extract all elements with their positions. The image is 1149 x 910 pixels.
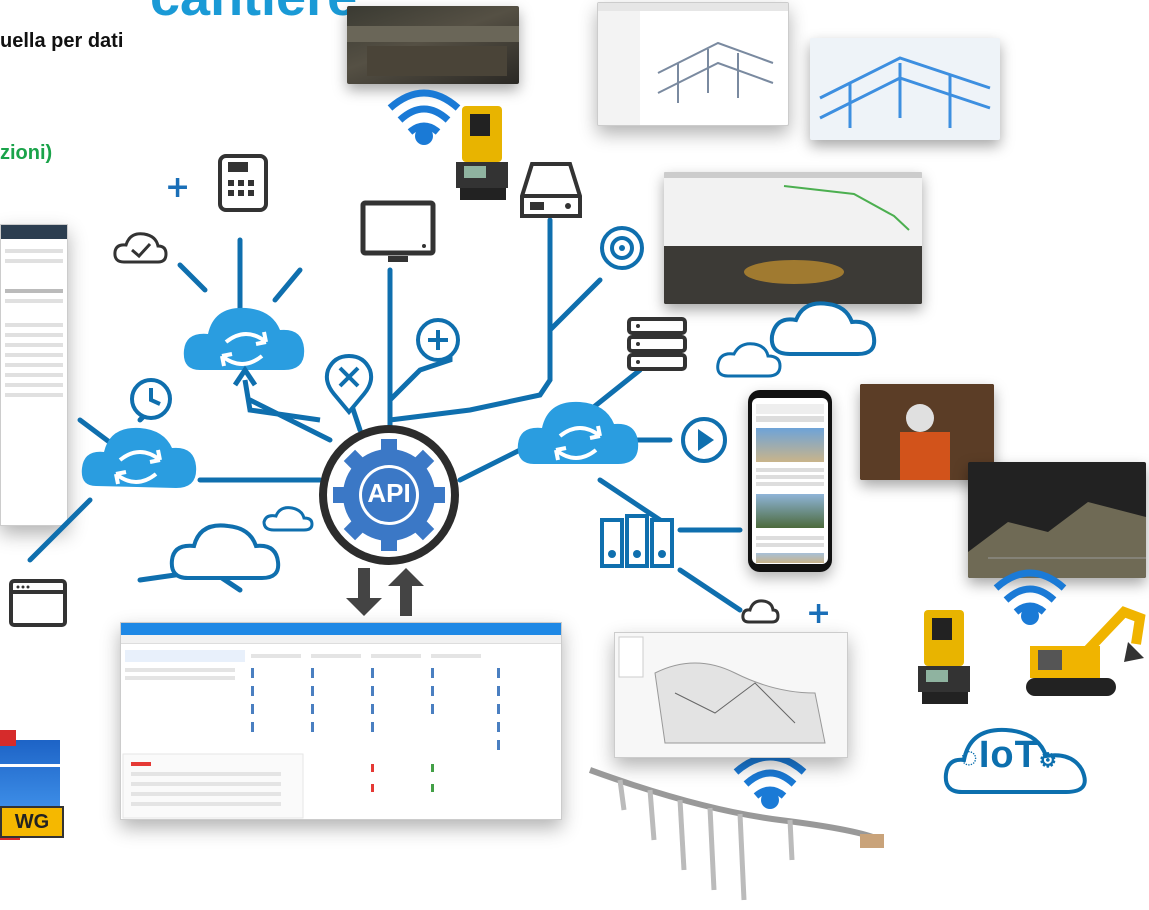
phone-icon xyxy=(218,154,268,212)
cloud-small-icon xyxy=(741,599,780,624)
api-hub: API xyxy=(314,420,464,570)
subtitle-green-line: zioni) xyxy=(0,142,53,164)
sync-cloud-right xyxy=(517,401,639,464)
server-icon xyxy=(520,162,582,218)
excavator-image xyxy=(1026,606,1146,696)
total-station-device xyxy=(456,106,508,200)
total-station-device-2 xyxy=(918,610,970,704)
cancel-circle-icon xyxy=(324,353,374,416)
bridge-model-image xyxy=(588,767,884,901)
archive-icon xyxy=(600,514,674,568)
bim-model-screenshot-2 xyxy=(810,38,1000,140)
sync-cloud-left xyxy=(81,427,197,488)
target-icon xyxy=(600,226,644,270)
gis-map-screenshot xyxy=(614,632,848,758)
terrain-photo xyxy=(968,462,1146,578)
bim-model-screenshot-1 xyxy=(597,2,789,126)
dwg-label: WG xyxy=(0,806,64,838)
monitor-icon xyxy=(360,200,436,262)
plus-icon: + xyxy=(165,170,191,205)
wifi-icon xyxy=(387,89,461,145)
data-flow-arrows-icon xyxy=(346,568,424,616)
sync-cloud-top xyxy=(183,307,305,370)
wifi-icon-2 xyxy=(993,569,1067,625)
database-icon xyxy=(627,317,687,371)
clock-icon xyxy=(130,378,172,420)
add-circle-icon xyxy=(416,318,460,362)
plus-icon-right: + xyxy=(806,596,832,631)
smartphone-mockup xyxy=(748,390,832,572)
api-label: API xyxy=(367,478,411,508)
gis-dashboard-screenshot xyxy=(664,172,922,304)
left-app-screenshot xyxy=(0,224,68,526)
main-app-screenshot xyxy=(120,622,562,820)
construction-photo xyxy=(347,6,519,84)
check-cloud-icon xyxy=(113,232,168,264)
play-icon xyxy=(681,417,727,463)
subtitle-line: uella per dati xyxy=(0,30,124,52)
iot-label: ◌IoT⚙ xyxy=(960,734,1058,776)
page-title: cantiere xyxy=(150,0,357,24)
iot-cloud-icon xyxy=(943,727,1087,794)
browser-window-icon xyxy=(9,579,67,627)
